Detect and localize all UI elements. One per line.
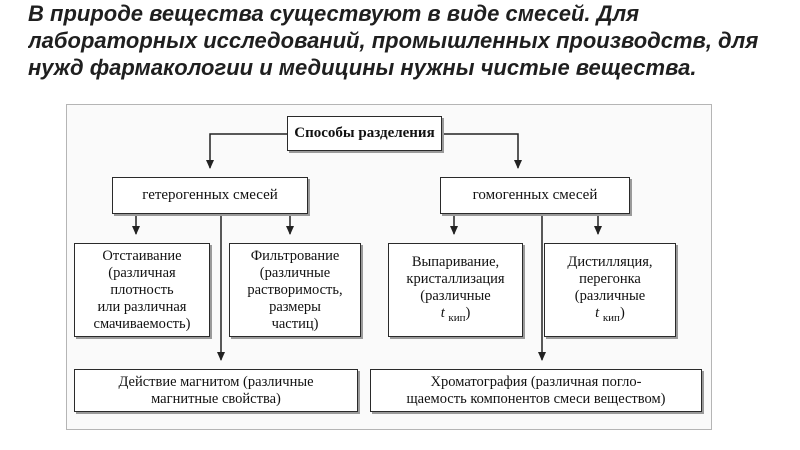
chromatography-label: Хроматография (различная погло- щаемость… (406, 373, 666, 407)
root-box: Способы разделения (287, 116, 442, 151)
heterogeneous-label: гетерогенных смесей (142, 187, 278, 203)
distillation-sub: кип (602, 311, 620, 324)
homogeneous-label: гомогенных смесей (472, 187, 598, 203)
chromatography-box: Хроматография (различная погло- щаемость… (370, 369, 702, 412)
intro-text: В природе вещества существуют в виде сме… (28, 1, 759, 80)
homogeneous-box: гомогенных смесей (440, 177, 630, 214)
filtration-box: Фильтрование (различные растворимость, р… (229, 243, 361, 337)
evaporation-label: Выпаривание, кристаллизация (различные (406, 253, 505, 304)
evaporation-t: t (440, 304, 445, 321)
magnet-box: Действие магнитом (различные магнитные с… (74, 369, 358, 412)
settling-box: Отстаивание (различная плотность или раз… (74, 243, 210, 337)
distillation-t: t (595, 304, 600, 321)
settling-label: Отстаивание (различная плотность или раз… (93, 247, 191, 332)
evaporation-close: ) (465, 304, 471, 321)
magnet-label: Действие магнитом (различные магнитные с… (118, 373, 314, 407)
distillation-label: Дистилляция, перегонка (различные (567, 253, 653, 304)
arrow-root-to-heterogeneous (206, 133, 287, 169)
filtration-label: Фильтрование (различные растворимость, р… (247, 247, 343, 332)
distillation-close: ) (619, 304, 625, 321)
evaporation-sub: кип (448, 311, 466, 324)
root-label: Способы разделения (294, 125, 435, 141)
arrow-root-to-homogeneous (442, 133, 522, 169)
heterogeneous-box: гетерогенных смесей (112, 177, 308, 214)
